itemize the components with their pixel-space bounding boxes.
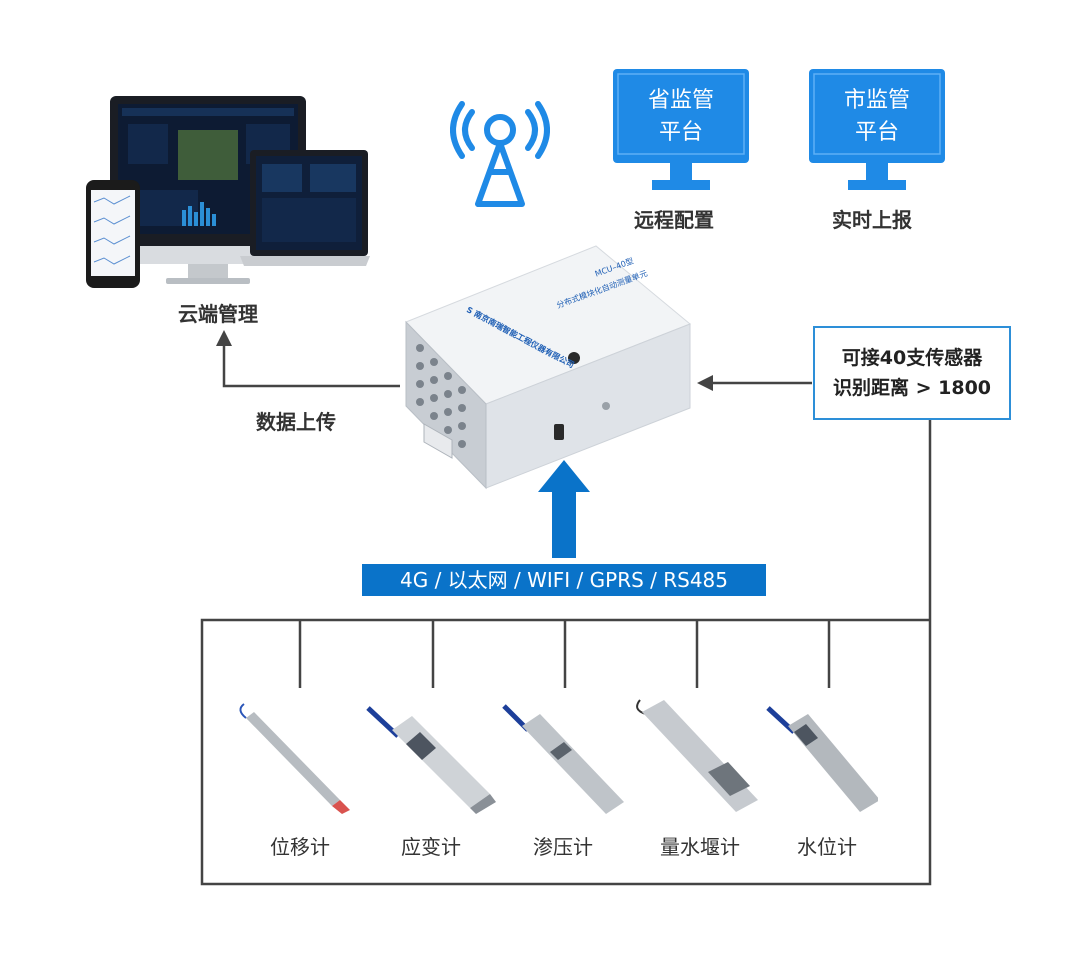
monitor-title-line2: 平台 (658, 120, 703, 145)
arrow-left-icon (697, 375, 713, 391)
sensor-label: 量水堰计 (660, 835, 740, 859)
displacement-meter-image (239, 703, 350, 814)
capacity-line: 可接40支传感器 (841, 347, 983, 369)
remote-config-label: 远程配置 (634, 208, 714, 232)
cloud-devices-image (86, 96, 370, 288)
sensor-label: 水位计 (797, 835, 857, 859)
monitor-province: 省监管 平台 (612, 68, 750, 192)
weir-gauge-image (636, 699, 758, 812)
cloud-management-label: 云端管理 (178, 302, 258, 326)
upload-line (222, 343, 400, 388)
sensor-images (239, 699, 878, 814)
piezometer-image (502, 704, 624, 814)
sensor-capacity-box: 可接40支传感器 识别距离 > 1800 (813, 326, 1011, 420)
arrow-up-icon (216, 330, 232, 346)
data-acquisition-unit-image (405, 245, 691, 490)
sensor-label: 渗压计 (533, 835, 593, 859)
monitor-city: 市监管 平台 (808, 68, 946, 192)
cell-tower-icon (450, 101, 550, 207)
sensor-bus-frame (200, 418, 932, 886)
strain-gauge-image (366, 706, 496, 814)
water-level-gauge-image (766, 706, 878, 812)
monitor-title-line1: 省监管 (647, 88, 714, 113)
monitor-icon (809, 69, 945, 190)
monitor-title-line2: 平台 (854, 120, 899, 145)
arrow-up-icon (538, 460, 590, 558)
monitor-icon (613, 69, 749, 190)
sensor-label: 应变计 (401, 835, 461, 859)
protocol-banner: 4G / 以太网 / WIFI / GPRS / RS485 (362, 564, 766, 596)
sensor-label: 位移计 (270, 835, 330, 859)
realtime-report-label: 实时上报 (832, 208, 912, 232)
data-upload-label: 数据上传 (256, 410, 336, 434)
distance-line: 识别距离 > 1800 (832, 377, 992, 399)
monitor-title-line1: 市监管 (843, 88, 910, 113)
